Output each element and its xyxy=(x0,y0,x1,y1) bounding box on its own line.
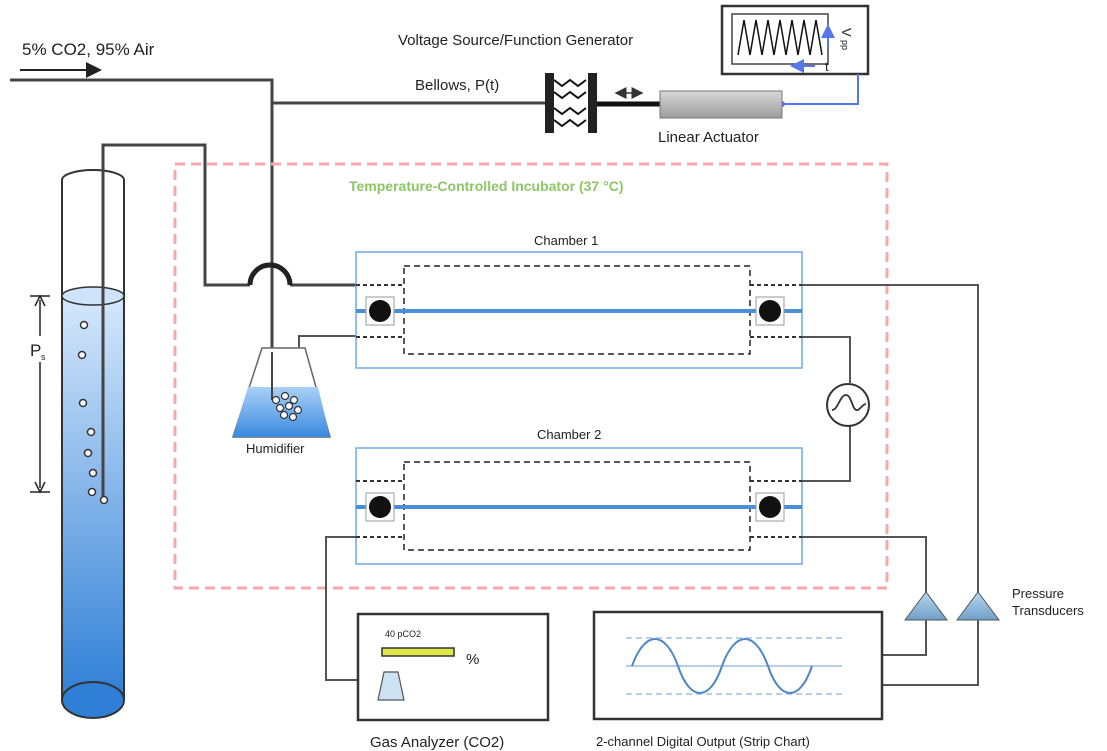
gas-analyzer: 40 pCO2 % Gas Analyzer (CO2) xyxy=(325,536,550,751)
chamber-1-port-right xyxy=(759,300,781,322)
humidifier: Humidifier xyxy=(231,335,356,456)
pco2-reading-label: 40 pCO2 xyxy=(385,629,421,639)
chamber-2-label: Chamber 2 xyxy=(537,427,601,442)
signal-wire xyxy=(782,74,859,105)
water-surface xyxy=(61,286,125,306)
gas-supply-line: 5% CO2, 95% Air xyxy=(10,40,545,366)
water-fill xyxy=(62,296,124,700)
chamber-2-port-right xyxy=(759,496,781,518)
gas-analyzer-label: Gas Analyzer (CO2) xyxy=(370,734,504,751)
percent-label: % xyxy=(466,651,479,668)
gas-analyzer-box xyxy=(356,612,550,722)
incubator: Temperature-Controlled Incubator (37 °C) xyxy=(173,162,889,590)
function-generator-label: Voltage Source/Function Generator xyxy=(398,32,633,49)
chamber-1: Chamber 1 xyxy=(355,233,803,369)
pipe-crossover xyxy=(247,262,293,286)
function-generator: Voltage Source/Function Generator t V pp xyxy=(398,4,870,107)
chamber-interconnect xyxy=(802,336,870,482)
humidifier-bubbles xyxy=(271,391,303,422)
ps-label: P xyxy=(30,341,41,360)
pressure-transducers-label-1: Pressure xyxy=(1012,586,1064,601)
strip-chart: 2-channel Digital Output (Strip Chart) xyxy=(592,610,884,749)
gas-supply-label: 5% CO2, 95% Air xyxy=(22,40,155,59)
pressure-transducers-label-2: Transducers xyxy=(1012,603,1084,618)
pco2-bar xyxy=(381,647,455,657)
incubator-label: Temperature-Controlled Incubator (37 °C) xyxy=(349,178,623,194)
bellows-assembly: Bellows, P(t) Linear Actuator xyxy=(415,73,783,146)
sawtooth-waveform-icon xyxy=(737,19,823,56)
strip-chart-waveform xyxy=(631,638,813,694)
ps-subscript: s xyxy=(41,352,46,362)
pressure-transducer-1 xyxy=(904,591,948,621)
bellows-plate-right xyxy=(588,73,597,133)
chamber-1-label: Chamber 1 xyxy=(534,233,598,248)
column-bottom xyxy=(61,681,125,719)
pressure-lines: Pressure Transducers xyxy=(802,284,1084,686)
incubator-boundary xyxy=(173,162,889,590)
oscillator-icon xyxy=(826,383,870,427)
humidifier-label: Humidifier xyxy=(246,441,305,456)
time-axis-label: t xyxy=(825,59,829,74)
chamber-2: Chamber 2 xyxy=(355,427,803,565)
bellows-plate-left xyxy=(545,73,554,133)
bubbles xyxy=(77,320,109,505)
chamber-2-port-left xyxy=(369,496,391,518)
linear-actuator-label: Linear Actuator xyxy=(658,129,759,146)
linear-actuator-body xyxy=(659,90,783,119)
bellows-label: Bellows, P(t) xyxy=(415,77,499,94)
vpp-axis-sub: pp xyxy=(840,40,850,50)
pressure-transducer-2 xyxy=(956,591,1000,621)
chamber-1-port-left xyxy=(369,300,391,322)
sensor-icon xyxy=(377,671,405,701)
vpp-axis-label: V xyxy=(839,28,854,37)
strip-chart-label: 2-channel Digital Output (Strip Chart) xyxy=(596,734,810,749)
water-column: P s xyxy=(26,143,356,719)
bubbler-tube xyxy=(101,143,250,500)
